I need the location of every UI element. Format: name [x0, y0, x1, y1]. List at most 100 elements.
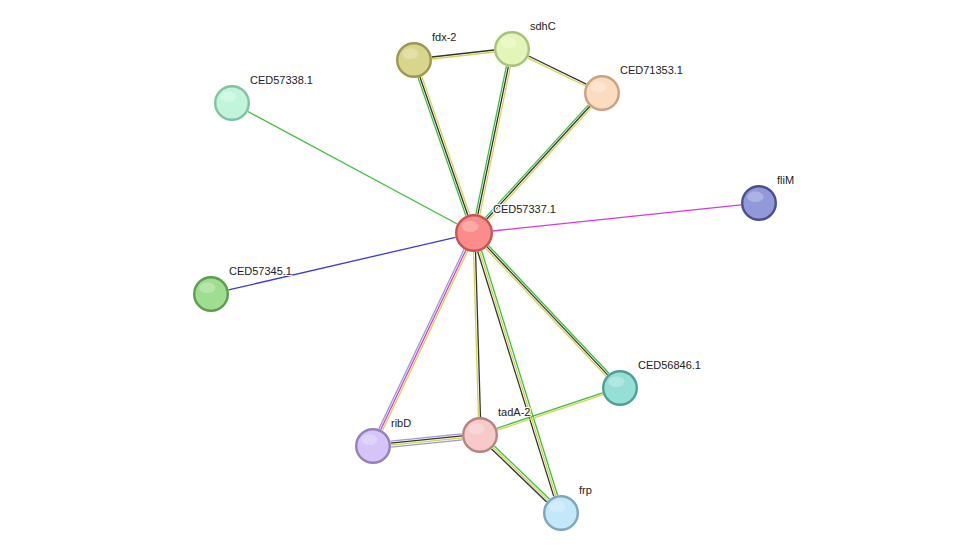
evidence-line — [487, 106, 590, 219]
node-highlight — [199, 282, 215, 293]
interaction-edge — [492, 446, 550, 502]
interaction-edge — [474, 252, 481, 417]
protein-node: CED56846.1 — [602, 370, 638, 406]
node-circle — [741, 185, 777, 221]
evidence-line — [229, 237, 456, 290]
node-label: CED71353.1 — [620, 64, 683, 76]
evidence-line — [497, 393, 603, 429]
interaction-edge — [391, 434, 463, 447]
evidence-line — [391, 440, 462, 447]
interaction-edge — [379, 249, 468, 430]
node-circle — [543, 495, 579, 531]
interaction-edge — [432, 50, 494, 59]
evidence-line — [381, 250, 466, 430]
protein-node: ribD — [355, 428, 391, 464]
protein-node: CED57345.1 — [193, 276, 229, 312]
interaction-edge — [497, 393, 604, 430]
node-fill — [215, 86, 249, 120]
interaction-edge — [229, 237, 456, 290]
node-circle — [494, 31, 530, 67]
protein-node: tadA-2 — [462, 417, 498, 453]
evidence-line — [488, 108, 591, 221]
node-fill — [463, 418, 497, 452]
node-label: CED56846.1 — [638, 359, 701, 371]
evidence-line — [476, 66, 507, 214]
evidence-line — [488, 245, 609, 373]
interaction-edge — [476, 66, 510, 215]
node-circle — [355, 428, 391, 464]
protein-node: CED57337.1 — [455, 214, 493, 252]
interaction-edge — [486, 245, 610, 376]
node-circle — [396, 42, 432, 78]
evidence-line — [420, 77, 468, 215]
node-fill — [742, 186, 776, 220]
node-fill — [585, 76, 619, 110]
node-highlight — [590, 81, 606, 92]
node-fill — [194, 277, 228, 311]
interaction-edge — [248, 112, 457, 224]
node-highlight — [361, 434, 377, 445]
node-circle — [214, 85, 250, 121]
evidence-line — [486, 248, 607, 376]
node-circle — [193, 276, 229, 312]
protein-node: sdhC — [494, 31, 530, 67]
node-circle — [455, 214, 493, 252]
node-highlight — [549, 501, 565, 512]
node-label: CED57338.1 — [250, 74, 313, 86]
evidence-line — [480, 67, 511, 215]
interaction-edge — [418, 76, 470, 215]
protein-node: CED71353.1 — [584, 75, 620, 111]
node-highlight — [747, 191, 763, 202]
evidence-line — [494, 446, 549, 499]
interaction-edge — [478, 251, 558, 497]
protein-node: CED57338.1 — [214, 85, 250, 121]
node-label: fliM — [777, 174, 794, 186]
node-label: frp — [579, 484, 592, 496]
node-label: ribD — [391, 417, 411, 429]
node-fill — [544, 496, 578, 530]
evidence-line — [528, 58, 586, 86]
evidence-line — [492, 449, 547, 502]
evidence-line — [485, 105, 588, 218]
node-highlight — [462, 221, 479, 232]
evidence-line — [432, 52, 494, 59]
evidence-line — [248, 112, 457, 224]
node-circle — [462, 417, 498, 453]
evidence-line — [482, 251, 558, 496]
node-highlight — [402, 48, 418, 59]
protein-node: fliM — [741, 185, 777, 221]
evidence-line — [478, 67, 509, 215]
node-circle — [584, 75, 620, 111]
node-fill — [495, 32, 529, 66]
node-fill — [603, 371, 637, 405]
node-fill — [397, 43, 431, 77]
protein-node: fdx-2 — [396, 42, 432, 78]
evidence-line — [474, 252, 479, 417]
node-fill — [356, 429, 390, 463]
evidence-line — [478, 252, 554, 497]
evidence-line — [379, 249, 464, 429]
interaction-edge — [485, 105, 591, 220]
evidence-line — [383, 251, 468, 431]
protein-node: frp — [543, 495, 579, 531]
node-label: sdhC — [530, 20, 556, 32]
evidence-line — [487, 247, 608, 375]
node-label: CED57337.1 — [493, 203, 556, 215]
node-highlight — [500, 37, 516, 48]
node-highlight — [468, 423, 484, 434]
node-label: tadA-2 — [498, 406, 530, 418]
evidence-line — [422, 76, 470, 214]
node-highlight — [608, 376, 624, 387]
evidence-line — [493, 447, 548, 500]
node-circle — [602, 370, 638, 406]
interaction-edge — [528, 56, 587, 86]
evidence-line — [480, 251, 556, 496]
node-label: CED57345.1 — [229, 265, 292, 277]
evidence-line — [418, 78, 466, 216]
node-fill — [456, 215, 492, 251]
node-highlight — [220, 91, 236, 102]
node-label: fdx-2 — [432, 31, 456, 43]
evidence-line — [529, 56, 587, 84]
